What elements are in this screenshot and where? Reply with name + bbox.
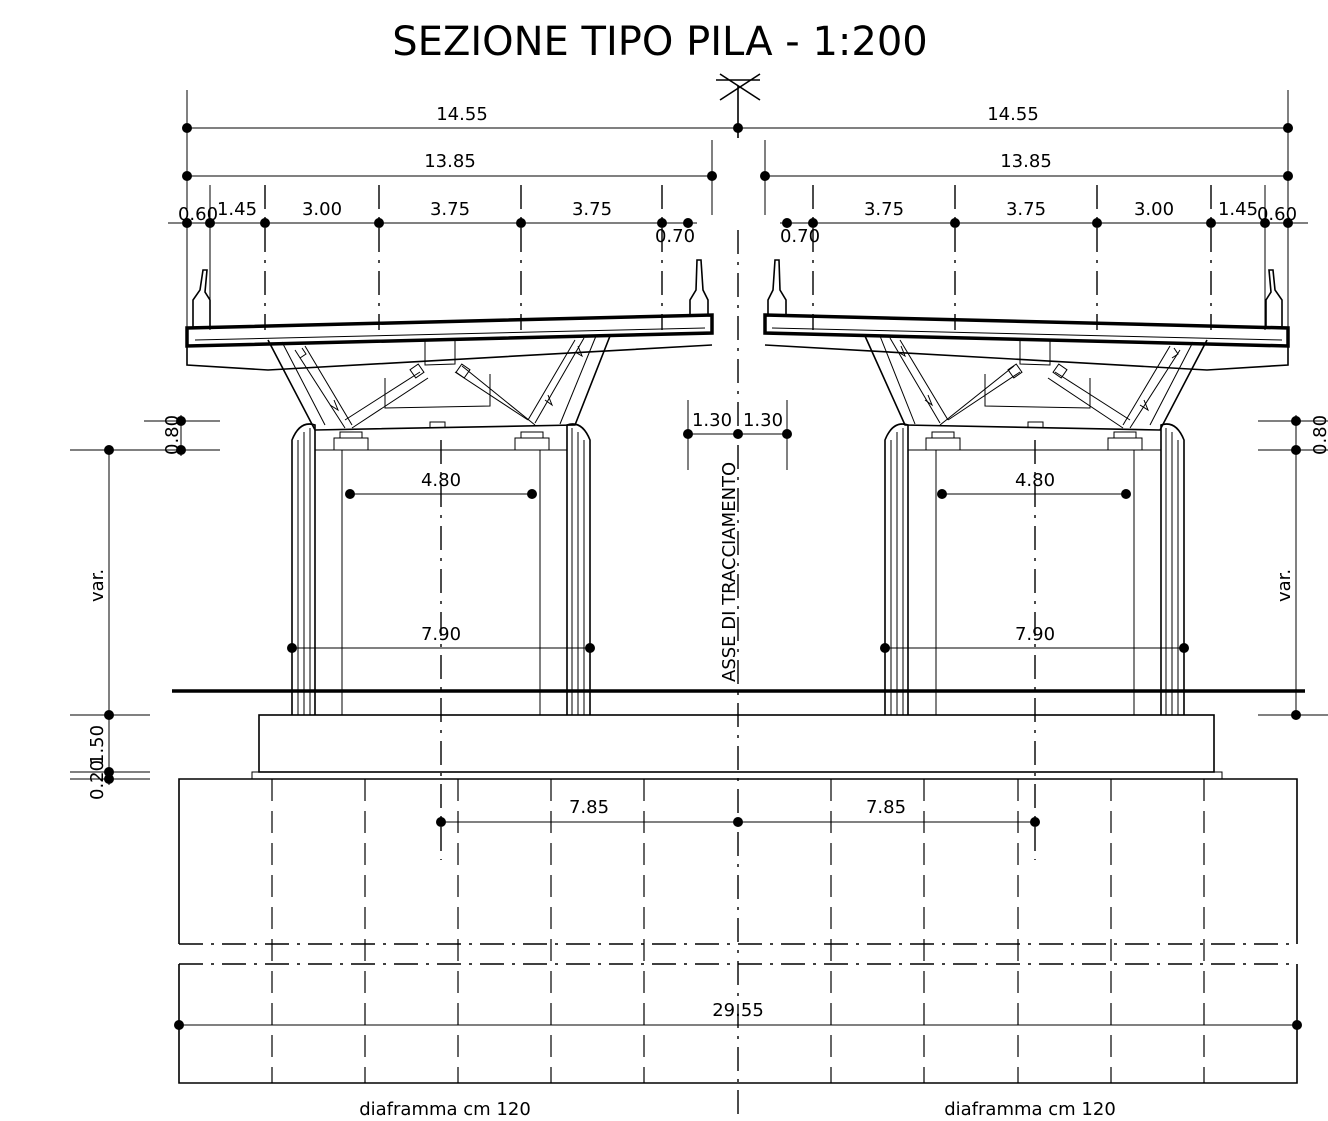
dim-seg-145-right: 1.45 [1218,199,1258,220]
dim-row-total: 14.55 14.55 [182,104,1293,133]
dim-bearing: 4.80 4.80 [345,470,1131,499]
dim-seg-375a-left: 3.75 [430,199,470,220]
dim-bearing-right: 4.80 [1015,470,1055,491]
dim-seg-375a-right: 3.75 [864,199,904,220]
dim-height-right: var. [1274,569,1295,602]
dim-seg-070-right: 0.70 [780,226,820,247]
dim-deck-width-right: 13.85 [1000,151,1052,172]
dim-height-left: var. [87,569,108,602]
dim-gap-left: 1.30 [692,410,732,431]
note-diaphragm-left: diaframma cm 120 [359,1099,531,1120]
dim-gap: 1.30 1.30 [683,400,792,470]
dim-row-segments: 0.60 1.45 3.00 3.75 3.75 0.70 0.70 3.75 … [168,199,1308,247]
dim-height: var. 1.50 0.20 var. [70,445,1328,800]
dim-plinth-a: 1.50 [87,725,108,765]
deck-right [763,259,1290,451]
pier-right [884,423,1185,715]
dim-seg-300-left: 3.00 [302,199,342,220]
dim-pier-right: 7.90 [1015,624,1055,645]
dim-deck-total-left: 14.55 [436,104,488,125]
note-diaphragm-right: diaframma cm 120 [944,1099,1116,1120]
axis-label: ASSE DI TRACCIAMENTO [719,462,740,682]
dim-seg-375b-left: 3.75 [572,199,612,220]
drawing-title: SEZIONE TIPO PILA - 1:200 [392,19,927,65]
dim-seg-070-left: 0.70 [655,226,695,247]
dim-foundation-axes: 7.85 7.85 [436,797,1040,827]
dim-seg-060-left: 0.60 [178,204,218,225]
dim-plinth-b: 0.20 [87,760,108,800]
deck-left [185,259,714,451]
dim-row-deck: 13.85 13.85 [182,151,1293,181]
lane-lines [264,185,1212,330]
dim-pier: 7.90 7.90 [287,624,1189,653]
dim-pier-left: 7.90 [421,624,461,645]
dim-seg-375b-right: 3.75 [1006,199,1046,220]
dim-found-right: 7.85 [866,797,906,818]
dim-deck-total-right: 14.55 [987,104,1039,125]
dim-deck-width-left: 13.85 [424,151,476,172]
dim-total-width-label: 29.55 [712,1000,764,1021]
dim-found-left: 7.85 [569,797,609,818]
dim-seg-145-left: 1.45 [217,199,257,220]
dim-gap-right: 1.30 [743,410,783,431]
dim-cap-left: 0.80 [162,415,183,455]
dim-seg-300-right: 3.00 [1134,199,1174,220]
dim-cap: 0.80 0.80 [144,415,1328,456]
dim-cap-right: 0.80 [1310,415,1328,455]
plinth [251,714,1223,780]
dim-bearing-left: 4.80 [421,470,461,491]
pier-left [291,423,591,715]
dim-seg-060-right: 0.60 [1257,204,1297,225]
dim-total-width: 29.55 [174,1000,1302,1030]
